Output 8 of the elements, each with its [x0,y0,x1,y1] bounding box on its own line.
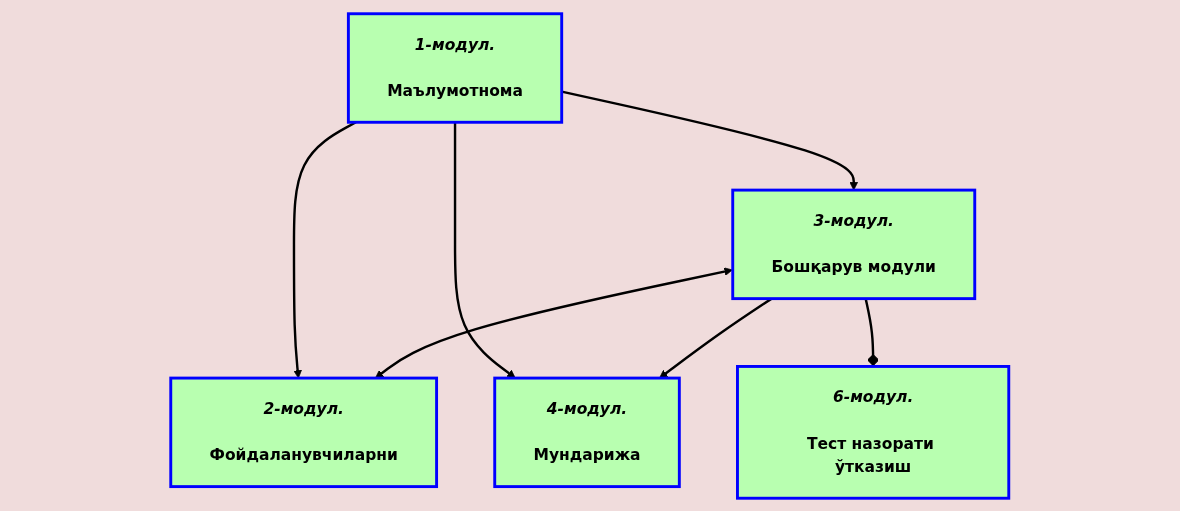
arrow [561,89,859,190]
node-box: 4-модул. Мундарижа [493,376,681,488]
node-box: 3-модул. Бошқарув модули [731,188,977,300]
node-box: 6-модул. Тест назорати ўтказиш [736,364,1011,500]
arrow [375,266,733,378]
node-box: 2-модул. Фойдаланувчиларни [169,376,439,488]
node-box: 1-модул. Маълумотнома [347,11,564,124]
arrow [454,121,516,378]
